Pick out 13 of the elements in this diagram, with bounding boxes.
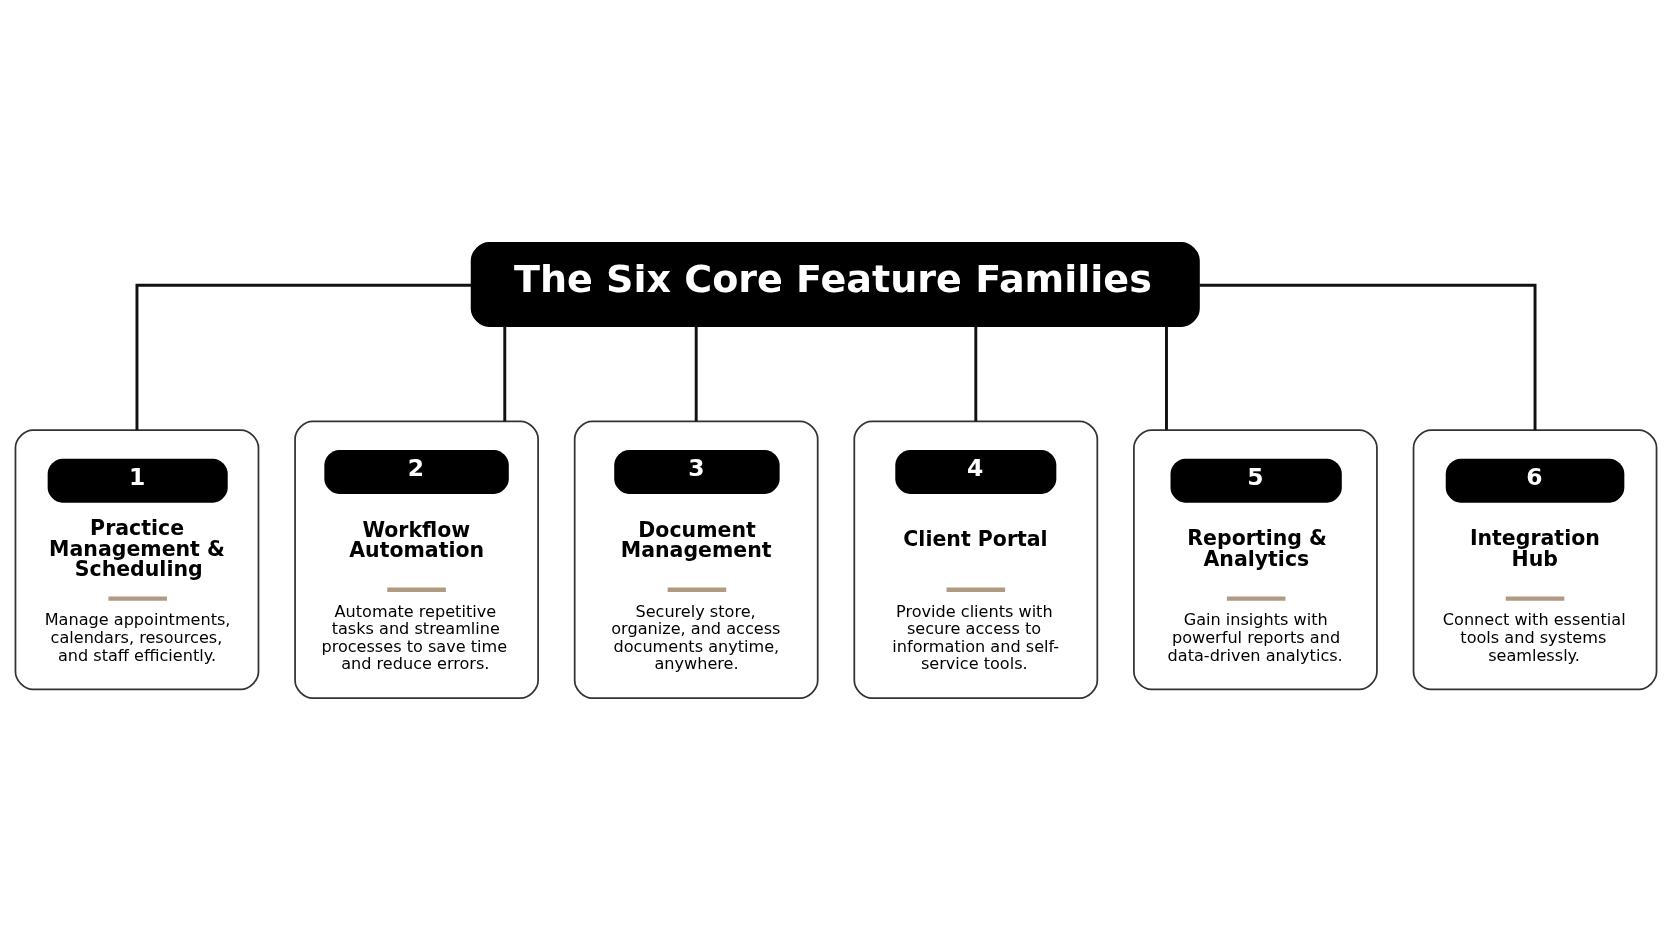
- node-box: The Six Core Feature Families: [470, 242, 1200, 328]
- connector: [135, 283, 472, 431]
- node-box: 4 Client Portal Provide clients with secure access to information and self-service tools.: [853, 420, 1099, 699]
- connector: [1165, 326, 1168, 430]
- node-box: 6 Integration Hub Connect with essential tools and systems seamlessly.: [1412, 429, 1658, 691]
- node-box: 3 Document Management Securely store, organize, and access documents anytime, anywhere.: [573, 420, 819, 699]
- node-box: 1 Practice Management & Scheduling Manage appointments, calendars, resources, and staff efficiently.: [14, 429, 260, 691]
- node-box: 2 Workflow Automation Automate repetitive tasks and streamline processes to save time and reduce errors.: [294, 420, 539, 699]
- connector: [1199, 283, 1537, 431]
- node-box: 5 Reporting & Analytics Gain insights with powerful reports and data-driven analytics.: [1133, 429, 1378, 691]
- connector: [694, 326, 698, 422]
- connector: [974, 326, 978, 422]
- connector: [503, 326, 507, 422]
